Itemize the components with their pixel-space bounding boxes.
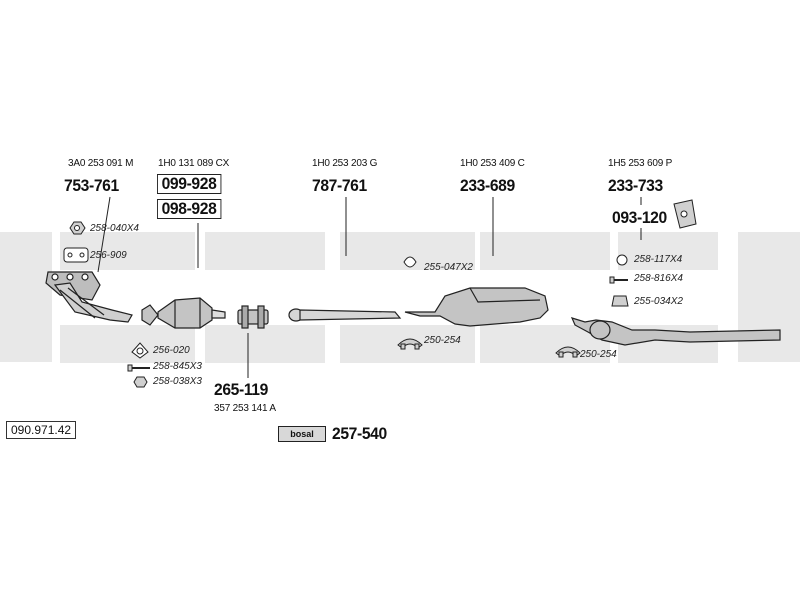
rubber-mount-icon [611, 295, 629, 307]
oe-number-5: 1H5 253 609 P [608, 158, 673, 169]
center-silencer-part [404, 287, 549, 327]
part-number-233-733: 233-733 [608, 176, 663, 195]
small-part-250-254-b: 250-254 [580, 349, 617, 360]
small-part-255-034X2: 255-034X2 [634, 296, 683, 307]
heat-shield-bracket-icon [673, 199, 697, 229]
rear-silencer-part [570, 317, 781, 346]
oe-number-1: 3A0 253 091 M [68, 158, 134, 169]
middle-pipe-part [288, 308, 402, 322]
part-number-093-120: 093-120 [612, 208, 667, 227]
small-part-258-038X3: 258-038X3 [153, 376, 202, 387]
part-number-257-540: 257-540 [332, 424, 387, 443]
part-number-265-119: 265-119 [214, 380, 268, 399]
clamp-icon [403, 256, 417, 268]
small-part-256-909: 256-909 [90, 250, 127, 261]
exhaust-manifold-part [45, 271, 133, 323]
small-part-250-254-a: 250-254 [424, 335, 461, 346]
flange-gasket-icon [131, 342, 149, 359]
part-number-233-689: 233-689 [460, 176, 515, 195]
bolt-icon-2 [609, 276, 628, 284]
connector-pipe-part [237, 305, 269, 329]
part-number-787-761: 787-761 [312, 176, 367, 195]
leader-lines [97, 196, 642, 378]
bosal-logo-box: bosal [278, 426, 326, 442]
oe-number-4: 1H0 253 409 C [460, 158, 525, 169]
bracket-clamp-icon-2 [555, 346, 581, 358]
small-part-258-117X4: 258-117X4 [634, 254, 683, 265]
part-number-753-761: 753-761 [64, 176, 119, 195]
part-number-098-928: 098-928 [157, 199, 222, 219]
part-number-099-928: 099-928 [157, 174, 222, 194]
small-part-258-040X4: 258-040X4 [90, 223, 139, 234]
small-part-258-845X3: 258-845X3 [153, 361, 202, 372]
small-part-255-047X2: 255-047X2 [424, 262, 473, 273]
gasket-icon [63, 247, 89, 263]
hex-nut-icon [133, 376, 148, 388]
watermark-logo [0, 232, 800, 363]
ring-icon [616, 254, 628, 266]
bolt-icon [127, 364, 150, 372]
small-part-256-020: 256-020 [153, 345, 190, 356]
oe-number-3: 1H0 253 203 G [312, 158, 378, 169]
diagram-reference-number: 090.971.42 [6, 421, 77, 439]
oe-number-connector: 357 253 141 A [214, 403, 276, 414]
small-part-258-816X4: 258-816X4 [634, 273, 683, 284]
catalytic-converter-part [141, 297, 226, 329]
oe-number-2: 1H0 131 089 CX [158, 158, 230, 169]
bracket-clamp-icon [397, 338, 423, 350]
